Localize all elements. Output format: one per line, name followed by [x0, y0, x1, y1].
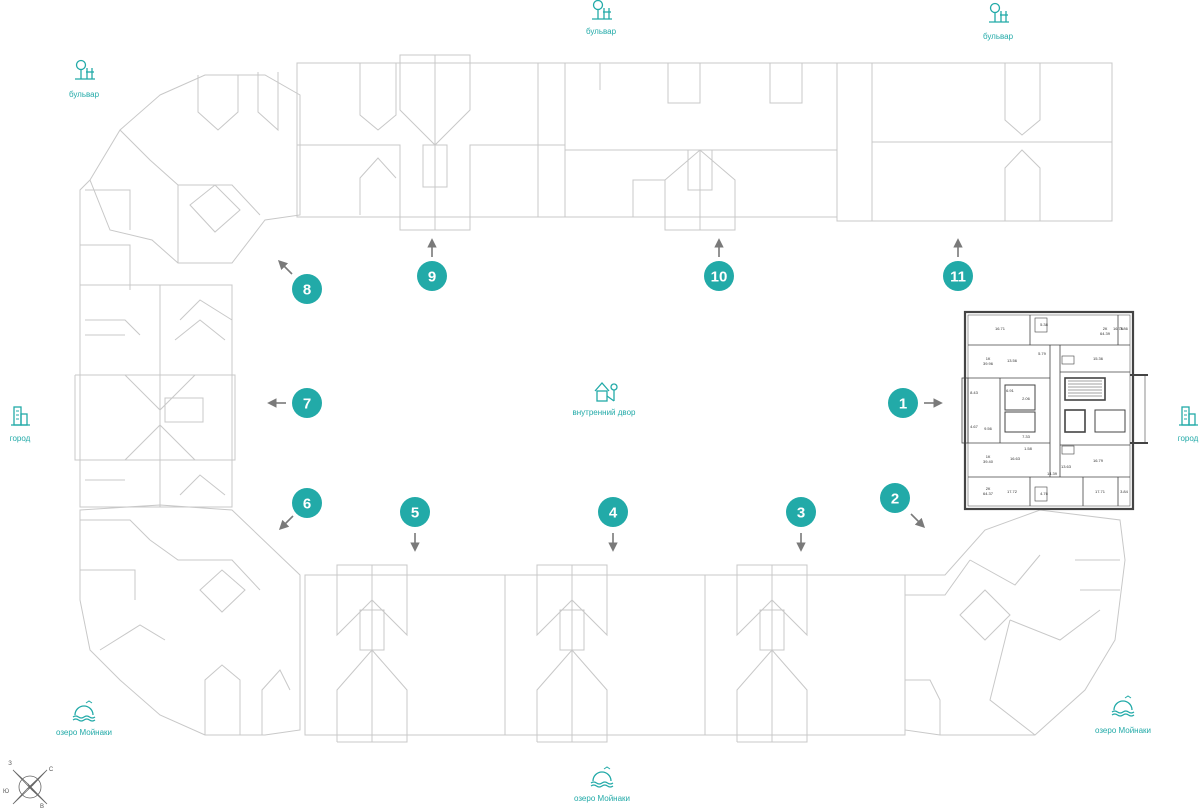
city-buildings-icon: [10, 406, 31, 426]
landmark-label: внутренний двор: [573, 408, 637, 417]
room-area: 15.36: [1093, 356, 1104, 361]
apartment-type: 1К: [986, 454, 991, 459]
room-area: 13.56: [1007, 358, 1018, 363]
lake-icon: [590, 766, 614, 788]
section-marker-8[interactable]: 8: [277, 259, 322, 304]
section-marker-1[interactable]: 1: [888, 388, 943, 418]
compass-east: В: [40, 804, 44, 810]
boulevard-landmark-3: бульвар: [983, 2, 1014, 41]
section-number: 9: [428, 269, 436, 286]
section-number: 4: [609, 505, 618, 522]
room-area: 16.63: [1010, 456, 1021, 461]
playground-icon: [594, 382, 618, 402]
section-number: 1: [899, 396, 907, 413]
section-marker-5[interactable]: 5: [400, 497, 430, 552]
apartment-type: 2К: [1103, 326, 1108, 331]
section-number: 3: [797, 505, 805, 522]
room-area: 17.72: [1007, 489, 1018, 494]
landmark-label: бульвар: [69, 90, 100, 99]
room-area: 5.79: [1038, 351, 1047, 356]
room-area: 16.75: [1113, 326, 1124, 331]
lake-landmark-2: озеро Мойнаки: [574, 766, 630, 803]
section-number: 6: [303, 496, 311, 513]
section-marker-4[interactable]: 4: [598, 497, 628, 552]
apartment-type: 1К: [986, 356, 991, 361]
tree-fence-icon: [591, 0, 613, 20]
compass-south: Ю: [3, 789, 9, 795]
section-markers: 1 2 3 4 5 6 7: [267, 238, 973, 552]
room-area: 1.58: [1024, 446, 1033, 451]
apartment-type: 2К: [986, 486, 991, 491]
courtyard-landmark: внутренний двор: [573, 382, 637, 417]
city-landmark-west: город: [10, 406, 31, 443]
landmark-label: город: [10, 434, 31, 443]
city-buildings-icon: [1178, 406, 1199, 426]
room-area: 6.91: [1006, 388, 1015, 393]
city-landmark-east: город: [1178, 406, 1199, 443]
room-area: 14.39: [1047, 471, 1058, 476]
arrow-down-right-icon: [910, 513, 926, 529]
room-area: 13.63: [1061, 464, 1072, 469]
boulevard-landmark-2: бульвар: [586, 0, 617, 36]
lake-landmark-1: озеро Мойнаки: [56, 700, 112, 737]
section-marker-6[interactable]: 6: [278, 488, 322, 531]
arrow-up-left-icon: [277, 259, 293, 275]
lake-icon: [72, 700, 96, 722]
lake-landmark-3: озеро Мойнаки: [1095, 695, 1151, 735]
room-area: 3.84: [1120, 489, 1129, 494]
room-area: 2.06: [1022, 396, 1031, 401]
section-marker-10[interactable]: 10: [704, 238, 734, 291]
apartment-area: 64.39: [1100, 331, 1111, 336]
room-area: 4.67: [970, 424, 979, 429]
landmark-label: бульвар: [586, 27, 617, 36]
tree-fence-icon: [988, 2, 1010, 23]
compass-rose: С З Ю В: [3, 761, 54, 810]
arrow-down-left-icon: [278, 515, 294, 531]
room-area: 3.86: [1120, 326, 1129, 331]
section-marker-7[interactable]: 7: [267, 388, 322, 418]
compass-west: З: [8, 761, 12, 767]
landmark-label: город: [1178, 434, 1199, 443]
room-area: 17.71: [1095, 489, 1106, 494]
section-number: 5: [411, 505, 419, 522]
tree-fence-icon: [74, 59, 96, 80]
section-marker-3[interactable]: 3: [786, 497, 816, 552]
room-area: 5.38: [1040, 322, 1049, 327]
section-number: 2: [891, 491, 899, 508]
section-number: 8: [303, 282, 311, 299]
section-1-floor-plan[interactable]: [961, 310, 1148, 511]
compass-icon: [12, 769, 48, 805]
landmark-label: озеро Мойнаки: [574, 794, 630, 803]
floor-plan-labels: 2К 64.39 1К 39.96 1К 39.40 2К 64.37 16.7…: [970, 322, 1129, 496]
room-area: 16.71: [995, 326, 1006, 331]
lake-icon: [1111, 695, 1135, 717]
room-area: 8.43: [970, 390, 979, 395]
room-area: 7.33: [1022, 434, 1031, 439]
apartment-area: 39.96: [983, 361, 994, 366]
compass-north: С: [49, 767, 54, 773]
section-marker-2[interactable]: 2: [880, 483, 926, 529]
room-area: 16.79: [1093, 458, 1104, 463]
section-marker-9[interactable]: 9: [417, 238, 447, 291]
section-number: 7: [303, 396, 311, 413]
section-number: 10: [711, 269, 728, 286]
section-marker-11[interactable]: 11: [943, 238, 973, 291]
room-area: 4.76: [1040, 491, 1049, 496]
apartment-area: 39.40: [983, 459, 994, 464]
room-area: 9.56: [984, 426, 993, 431]
landmark-label: озеро Мойнаки: [1095, 726, 1151, 735]
boulevard-landmark-1: бульвар: [69, 59, 100, 99]
apartment-area: 64.37: [983, 491, 994, 496]
landmark-label: бульвар: [983, 32, 1014, 41]
section-number: 11: [950, 269, 966, 286]
landmark-label: озеро Мойнаки: [56, 728, 112, 737]
buildings-outline: [74, 54, 1126, 743]
